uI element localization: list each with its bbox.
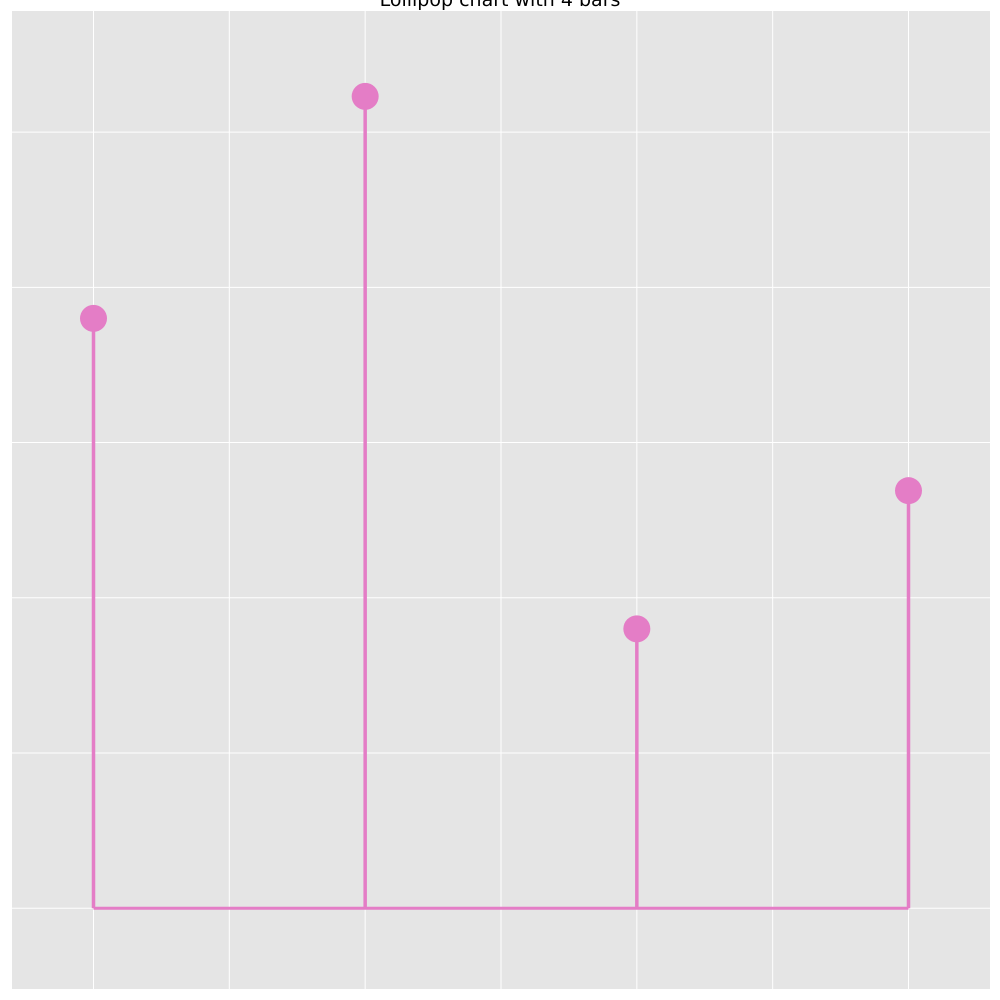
lollipop-marker [623,615,651,643]
lollipop-marker [895,477,922,505]
lollipop-marker [80,304,107,332]
chart-title: Lollipop chart with 4 bars [379,0,621,11]
lollipop-marker [351,82,379,110]
lollipop-series [80,82,922,910]
